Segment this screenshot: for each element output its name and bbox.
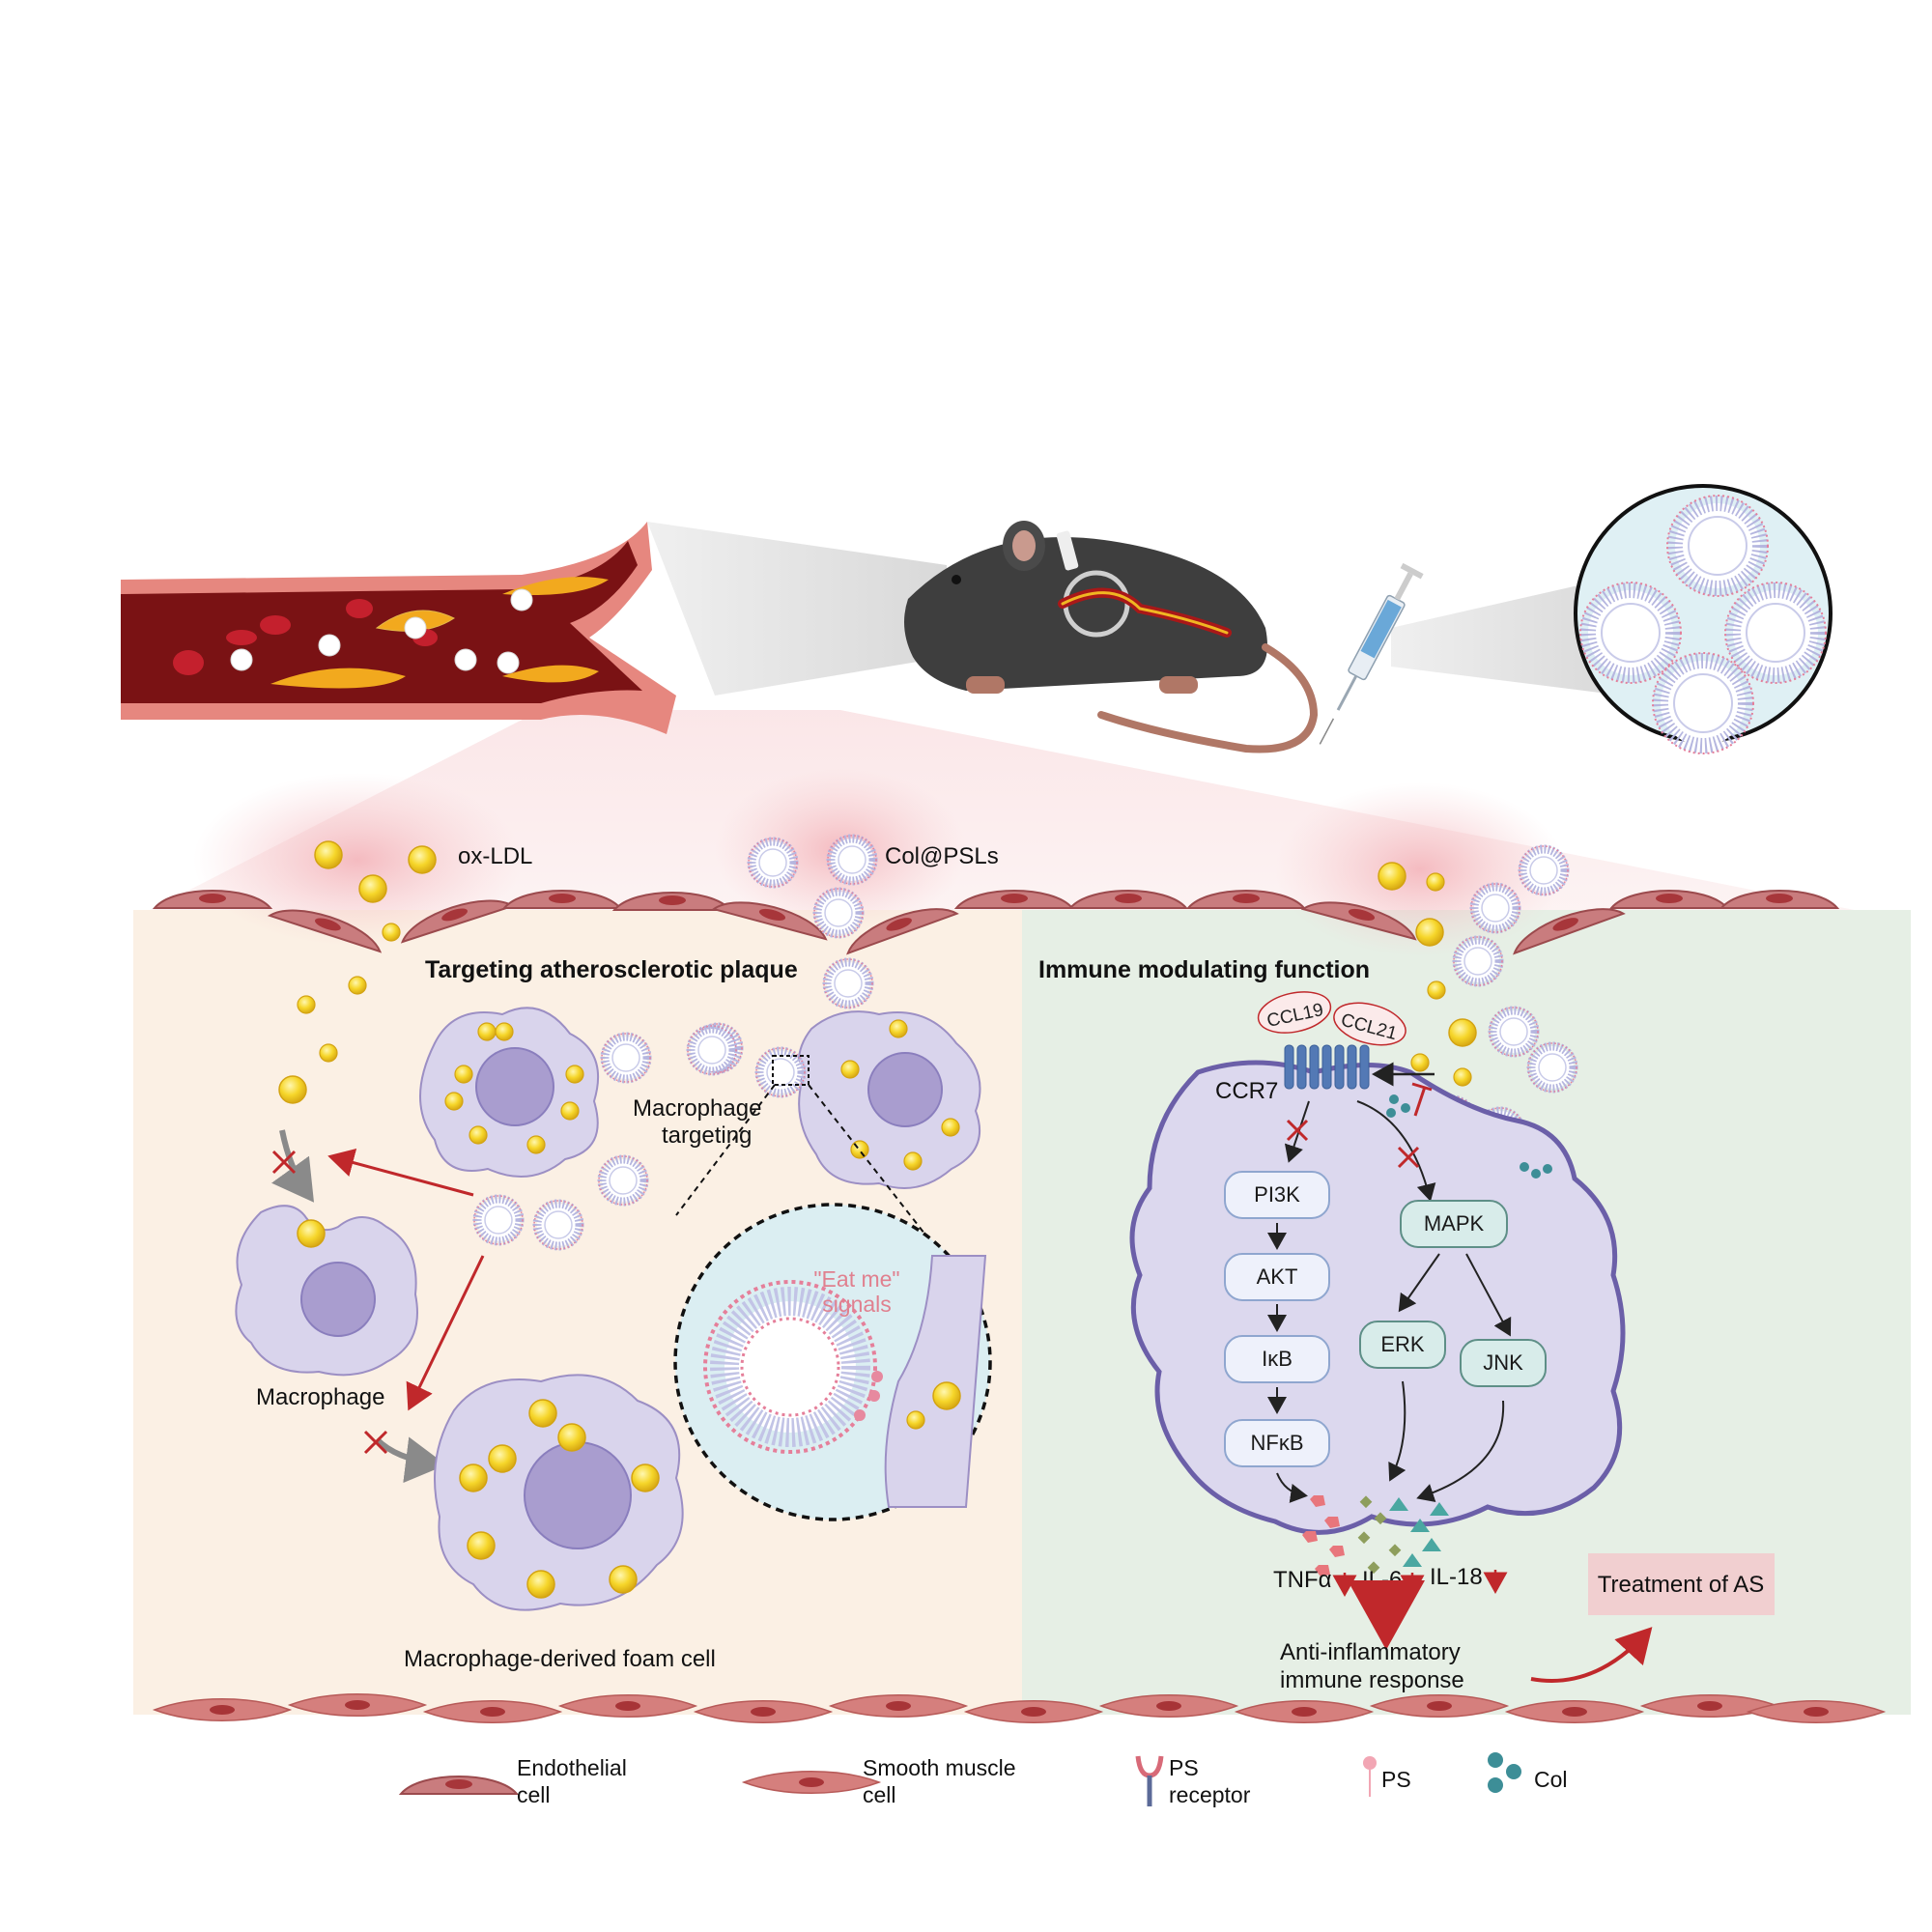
legend-endothelial: Endothelial cell <box>400 1755 627 1807</box>
ccr7-label: CCR7 <box>1215 1078 1278 1104</box>
svg-text:PS: PS <box>1169 1755 1199 1780</box>
svg-text:PS: PS <box>1381 1767 1411 1792</box>
treatment-arrow <box>1530 1627 1653 1683</box>
svg-text:Col: Col <box>1534 1767 1568 1792</box>
svg-text:IκB: IκB <box>1262 1347 1293 1371</box>
inhibit-arrow-foam <box>406 1255 485 1411</box>
ox-ldl-label: ox-LDL <box>458 843 532 869</box>
syringe-icon <box>1319 562 1424 745</box>
col-psls-label: Col@PSLs <box>885 843 999 869</box>
node-pi3k: PI3K <box>1224 1171 1330 1219</box>
col-psls-legend: Col@PSLs <box>749 836 999 1008</box>
anti-inflammatory-label-1: Anti-inflammatory <box>1280 1639 1461 1665</box>
block-x-mapk <box>1397 1146 1420 1169</box>
foam-cell-label: Macrophage-derived foam cell <box>404 1646 716 1672</box>
il18-label: IL-18 <box>1430 1564 1483 1590</box>
block-x-pi3k <box>1286 1119 1309 1142</box>
ox-ldl-legend: ox-LDL <box>314 840 532 942</box>
eat-me-label-1: "Eat me" <box>813 1266 899 1292</box>
node-nfkb: NFκB <box>1224 1419 1330 1467</box>
svg-text:Smooth muscle: Smooth muscle <box>863 1755 1016 1780</box>
block-x-icon-2 <box>363 1430 388 1455</box>
node-mapk: MAPK <box>1400 1200 1508 1248</box>
mouse-illustration <box>904 521 1319 753</box>
legend-ps-receptor: PS receptor <box>1135 1755 1251 1807</box>
macrophage-targeting-label-2: targeting <box>662 1122 752 1149</box>
svg-text:JNK: JNK <box>1483 1350 1523 1375</box>
mouse-view-beam <box>647 522 947 696</box>
svg-text:NFκB: NFκB <box>1251 1431 1304 1455</box>
tnfa-label: TNFα <box>1273 1567 1332 1593</box>
svg-text:AKT: AKT <box>1257 1264 1298 1289</box>
eat-me-label-2: signals <box>822 1292 892 1317</box>
macrophage-cell <box>235 1205 418 1377</box>
node-erk: ERK <box>1359 1321 1446 1369</box>
target-macrophage <box>797 1010 981 1189</box>
svg-text:PI3K: PI3K <box>1254 1182 1300 1207</box>
svg-text:ERK: ERK <box>1380 1332 1425 1356</box>
blood-vessel <box>121 522 676 734</box>
inhibit-arrow-top <box>327 1148 474 1197</box>
node-ikb: IκB <box>1224 1335 1330 1383</box>
svg-text:MAPK: MAPK <box>1424 1211 1485 1236</box>
svg-text:receptor: receptor <box>1169 1782 1251 1807</box>
svg-text:cell: cell <box>863 1782 896 1807</box>
svg-text:Endothelial: Endothelial <box>517 1755 627 1780</box>
legend-col: Col <box>1488 1752 1568 1793</box>
anti-inflammatory-label-2: immune response <box>1280 1667 1464 1693</box>
legend: Endothelial cell Smooth muscle cell PS r… <box>400 1752 1568 1807</box>
macrophage-targeting-label-1: Macrophage <box>633 1095 761 1122</box>
node-akt: AKT <box>1224 1253 1330 1301</box>
foam-cell-large <box>434 1374 684 1611</box>
treatment-label: Treatment of AS <box>1598 1572 1765 1598</box>
eat-me-zoom-circle: "Eat me" signals <box>673 1203 992 1521</box>
right-panel-title: Immune modulating function <box>1038 956 1370 983</box>
legend-smooth-muscle: Smooth muscle cell <box>743 1755 1016 1807</box>
immune-cell <box>1129 1060 1626 1535</box>
ccr7-receptor <box>1284 1044 1370 1090</box>
treatment-box: Treatment of AS <box>1588 1553 1775 1615</box>
foam-cell-top <box>419 1007 600 1178</box>
liposome-view-beam <box>1391 580 1623 696</box>
legend-ps: PS <box>1363 1756 1411 1797</box>
block-x-icon <box>271 1150 297 1175</box>
il6-label: IL-6 <box>1362 1567 1402 1593</box>
svg-text:cell: cell <box>517 1782 551 1807</box>
cytokine-cluster <box>1302 1495 1449 1577</box>
ccl19-ligand: CCL19 <box>1257 991 1332 1034</box>
liposome-magnification <box>1576 484 1831 753</box>
node-jnk: JNK <box>1460 1339 1547 1387</box>
left-panel-title: Targeting atherosclerotic plaque <box>425 956 798 983</box>
macrophage-label: Macrophage <box>256 1384 384 1410</box>
